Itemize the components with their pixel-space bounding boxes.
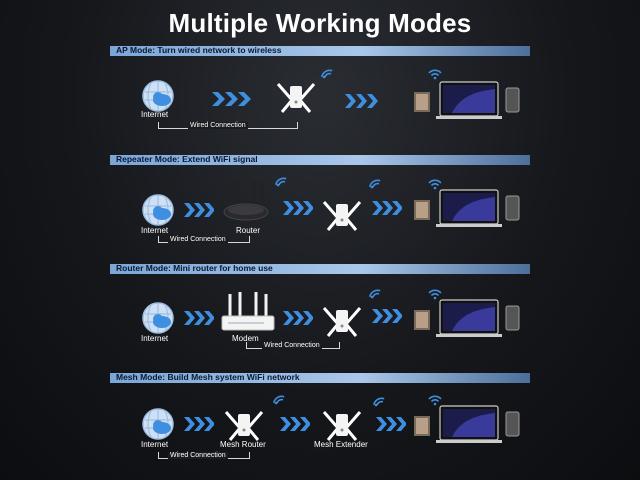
repeater-icon bbox=[312, 286, 372, 346]
arrow-icon bbox=[184, 310, 214, 326]
wifi-icon bbox=[428, 286, 442, 300]
repeater-icon bbox=[312, 390, 372, 450]
router-mode-section: Router Mode: Mini router for home use bbox=[110, 263, 530, 364]
page-title: Multiple Working Modes bbox=[168, 8, 472, 38]
mesh-mode-header: Mesh Mode: Build Mesh system WiFi networ… bbox=[110, 372, 530, 383]
wifi-icon bbox=[428, 66, 442, 80]
router-mode-heading: Router Mode: Mini router for home use bbox=[116, 263, 273, 273]
devices-icon bbox=[412, 298, 522, 338]
arrow-icon bbox=[283, 310, 313, 326]
devices-icon bbox=[412, 188, 522, 228]
mesh-mode-section: Mesh Mode: Build Mesh system WiFi networ… bbox=[110, 372, 530, 473]
repeater-icon bbox=[214, 390, 274, 450]
arrow-icon bbox=[184, 416, 214, 432]
arrow-icon bbox=[212, 90, 252, 108]
mesh-mode-heading: Mesh Mode: Build Mesh system WiFi networ… bbox=[116, 372, 300, 382]
wired-connection-label: Wired Connection bbox=[168, 452, 228, 459]
router-label: Router bbox=[236, 226, 261, 235]
wired-connection-label: Wired Connection bbox=[262, 342, 322, 349]
repeater-mode-heading: Repeater Mode: Extend WiFi signal bbox=[116, 154, 258, 164]
repeater-icon bbox=[266, 62, 326, 122]
globe-icon bbox=[140, 192, 176, 228]
arrow-icon bbox=[184, 202, 214, 218]
arrow-icon bbox=[372, 308, 402, 324]
wifi-icon bbox=[318, 64, 334, 80]
arrow-icon bbox=[376, 416, 406, 432]
wifi-icon bbox=[370, 392, 386, 408]
arrow-icon bbox=[280, 416, 310, 432]
internet-label: Internet bbox=[141, 334, 169, 343]
globe-icon bbox=[140, 300, 176, 336]
wired-connection-label: Wired Connection bbox=[188, 122, 248, 129]
wifi-icon bbox=[270, 390, 286, 406]
wifi-icon bbox=[366, 284, 382, 300]
mesh-router-label: Mesh Router bbox=[220, 440, 266, 449]
internet-label: Internet bbox=[141, 226, 169, 235]
router-mode-header: Router Mode: Mini router for home use bbox=[110, 263, 530, 274]
repeater-icon bbox=[312, 180, 372, 240]
arrow-icon bbox=[372, 200, 402, 216]
ap-mode-heading: AP Mode: Turn wired network to wireless bbox=[116, 45, 282, 55]
devices-icon bbox=[412, 80, 522, 120]
router-icon bbox=[222, 178, 270, 224]
modem-label: Modem bbox=[232, 334, 259, 343]
ap-mode-header: AP Mode: Turn wired network to wireless bbox=[110, 45, 530, 56]
mesh-extender-label: Mesh Extender bbox=[314, 440, 368, 449]
wired-connection-label: Wired Connection bbox=[168, 236, 228, 243]
devices-icon bbox=[412, 404, 522, 444]
globe-icon bbox=[140, 406, 176, 442]
repeater-mode-section: Repeater Mode: Extend WiFi signal bbox=[110, 154, 530, 255]
wifi-icon bbox=[366, 174, 382, 190]
internet-label: Internet bbox=[141, 440, 169, 449]
repeater-mode-header: Repeater Mode: Extend WiFi signal bbox=[110, 154, 530, 165]
internet-label: Internet bbox=[141, 110, 169, 119]
ap-mode-section: AP Mode: Turn wired network to wireless bbox=[110, 45, 530, 146]
wifi-icon bbox=[428, 176, 442, 190]
arrow-icon bbox=[345, 93, 379, 109]
globe-icon bbox=[140, 78, 176, 114]
arrow-icon bbox=[283, 200, 313, 216]
wifi-icon bbox=[272, 172, 288, 188]
modem-icon bbox=[220, 292, 276, 334]
wifi-icon bbox=[428, 392, 442, 406]
